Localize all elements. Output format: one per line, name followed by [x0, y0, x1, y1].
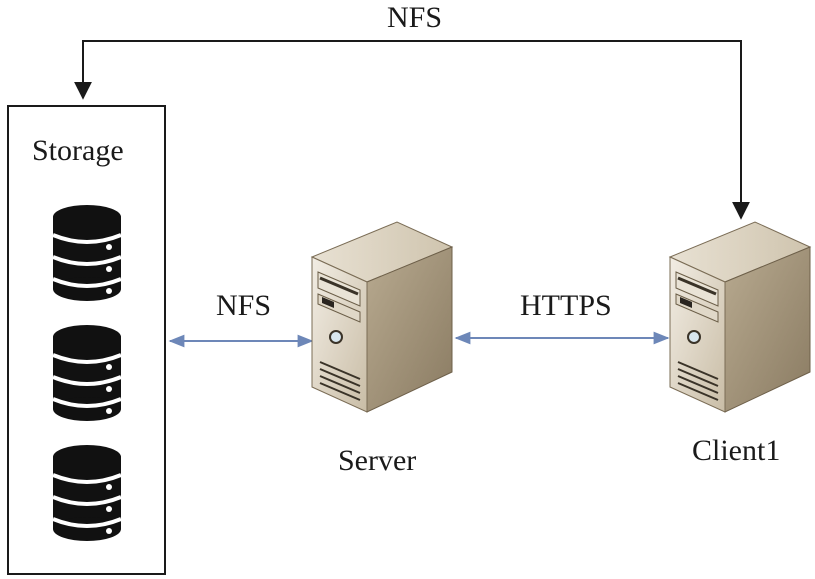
left-nfs-label: NFS	[216, 289, 272, 322]
nfs-top-connector	[74, 40, 750, 220]
storage-label: Storage	[32, 134, 124, 167]
database-icon	[51, 323, 123, 423]
server-tower-icon	[310, 220, 454, 414]
database-icon	[51, 203, 123, 303]
server-label: Server	[338, 444, 417, 477]
top-nfs-label: NFS	[387, 1, 443, 34]
https-label: HTTPS	[520, 289, 612, 322]
client-label: Client1	[692, 434, 781, 467]
client-tower-icon	[668, 220, 812, 414]
database-icon	[51, 443, 123, 543]
